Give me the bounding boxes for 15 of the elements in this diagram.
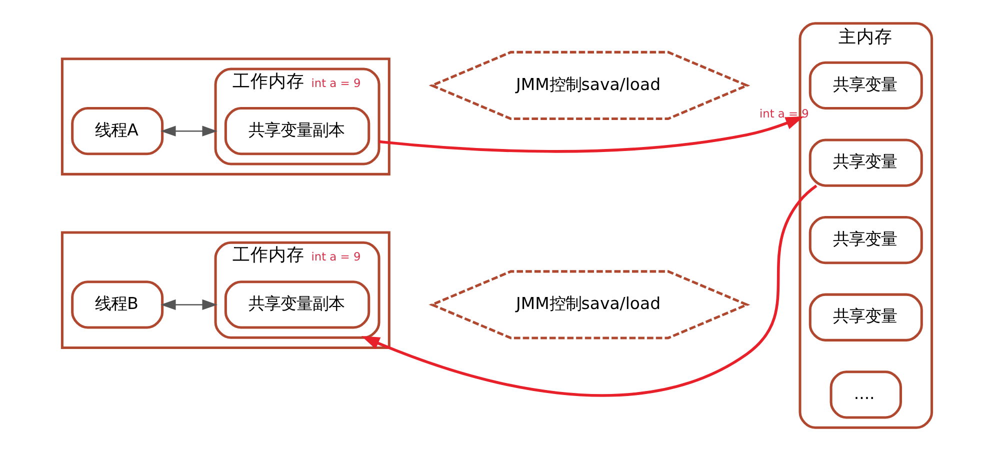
node-box: 线程A xyxy=(70,107,164,156)
node-box: 线程B xyxy=(70,280,164,329)
node-box: 共享变量副本 xyxy=(224,280,370,329)
node-box: 共享变量副本 xyxy=(224,107,370,156)
node-label: int a = 9 xyxy=(310,250,360,264)
node-box: 共享变量 xyxy=(808,61,922,110)
cluster xyxy=(60,58,390,176)
node-box: .... xyxy=(829,370,902,419)
arrow xyxy=(160,299,217,310)
node-label: int a = 9 xyxy=(310,76,360,90)
node-box: 共享变量 xyxy=(808,216,922,264)
node-box: 共享变量 xyxy=(808,138,922,187)
arrow xyxy=(160,126,217,136)
arrow xyxy=(360,184,817,397)
node-box: 共享变量 xyxy=(808,293,922,342)
